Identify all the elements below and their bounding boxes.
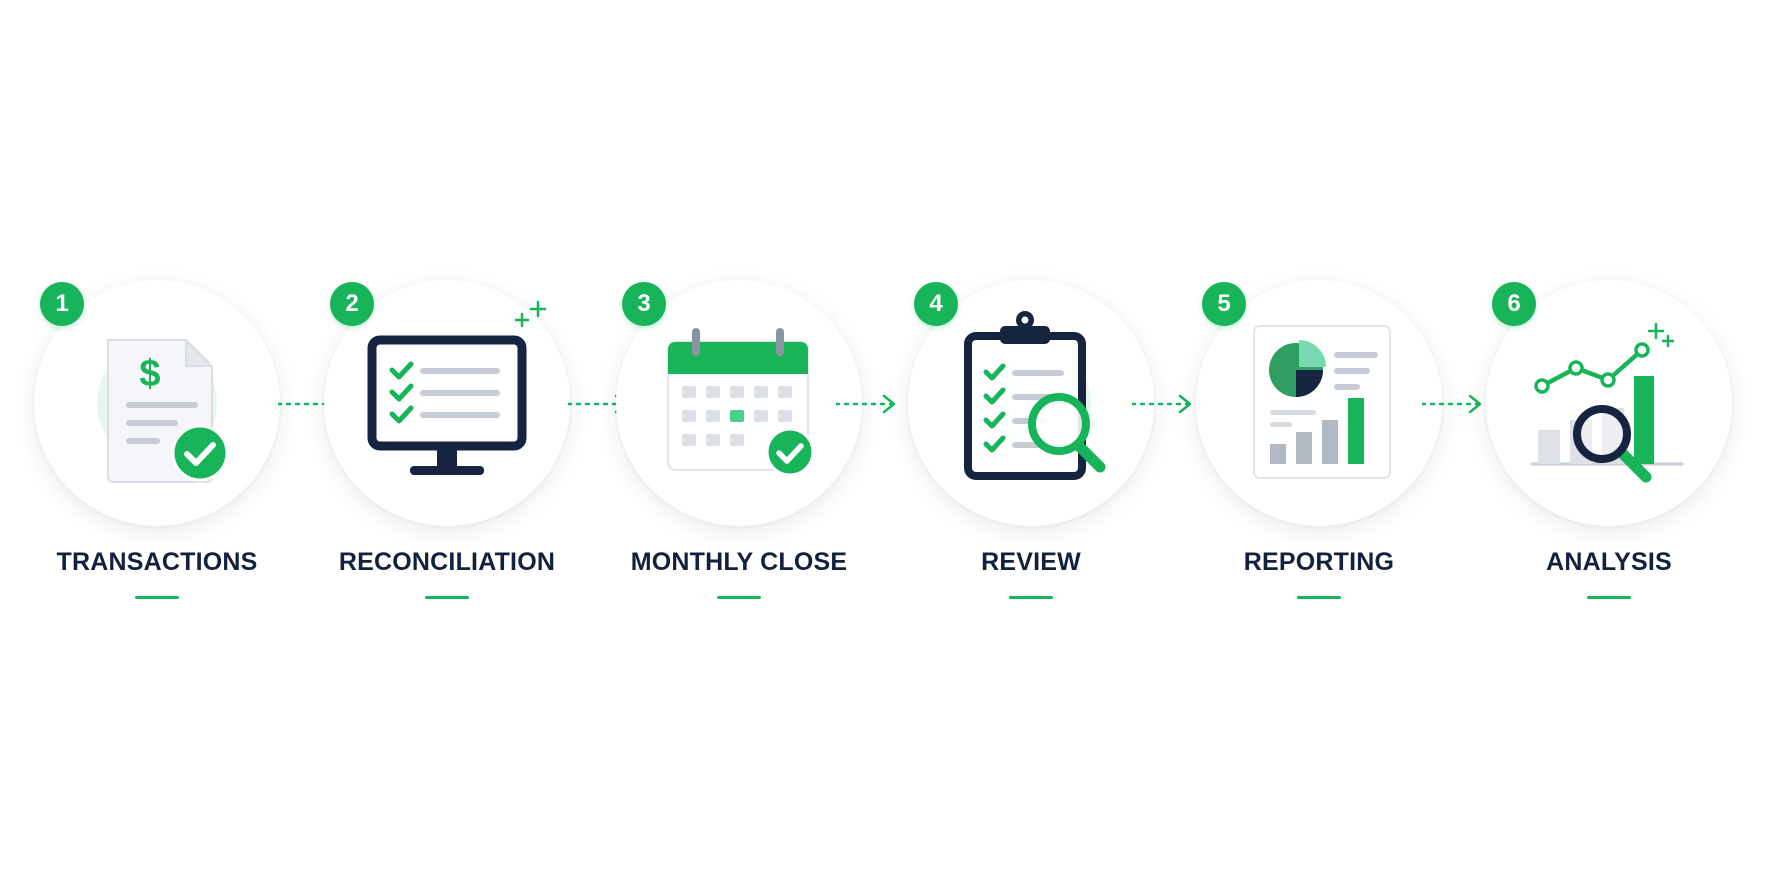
step-number-badge: 4 xyxy=(914,282,958,326)
monitor-checklist-icon xyxy=(367,335,527,475)
trend-chart-magnifier-icon xyxy=(1530,322,1684,483)
step-monthly-close: 3 MONTHLY CLOSE xyxy=(596,0,886,891)
sparkle-icon xyxy=(514,300,547,328)
step-number-badge: 1 xyxy=(40,282,84,326)
step-label: ANALYSIS xyxy=(1546,548,1672,576)
step-underline xyxy=(1297,596,1341,599)
step-number-badge: 5 xyxy=(1202,282,1246,326)
step-label: REPORTING xyxy=(1243,548,1395,576)
step-label: RECONCILIATION xyxy=(338,548,556,576)
step-label: REVIEW xyxy=(981,548,1081,576)
step-underline xyxy=(1587,596,1631,599)
step-underline xyxy=(135,596,179,599)
step-label: MONTHLY CLOSE xyxy=(630,548,848,576)
step-underline xyxy=(1009,596,1053,599)
step-underline xyxy=(425,596,469,599)
step-number-badge: 6 xyxy=(1492,282,1536,326)
arrow-right-icon xyxy=(836,394,896,414)
arrow-right-icon xyxy=(1132,394,1192,414)
step-reconciliation: 2 RECONCILIATION xyxy=(304,0,594,891)
step-label: TRANSACTIONS xyxy=(56,548,258,576)
invoice-dollar-check-icon: $ xyxy=(107,339,229,483)
dollar-sign: $ xyxy=(139,353,160,395)
step-number-badge: 2 xyxy=(330,282,374,326)
step-reporting: 5 REPORTING xyxy=(1176,0,1466,891)
step-number-badge: 3 xyxy=(622,282,666,326)
calendar-check-icon xyxy=(667,328,815,477)
step-transactions: $ 1 TRANSACTIONS xyxy=(14,0,304,891)
step-circle xyxy=(1486,280,1732,526)
arrow-right-icon xyxy=(1422,394,1482,414)
clipboard-magnifier-icon xyxy=(964,311,1106,480)
step-underline xyxy=(717,596,761,599)
step-circle: $ xyxy=(34,280,280,526)
step-review: 4 REVIEW xyxy=(888,0,1178,891)
step-analysis: 6 ANALYSIS xyxy=(1466,0,1756,891)
step-circle xyxy=(1196,280,1442,526)
report-charts-icon xyxy=(1253,325,1391,479)
